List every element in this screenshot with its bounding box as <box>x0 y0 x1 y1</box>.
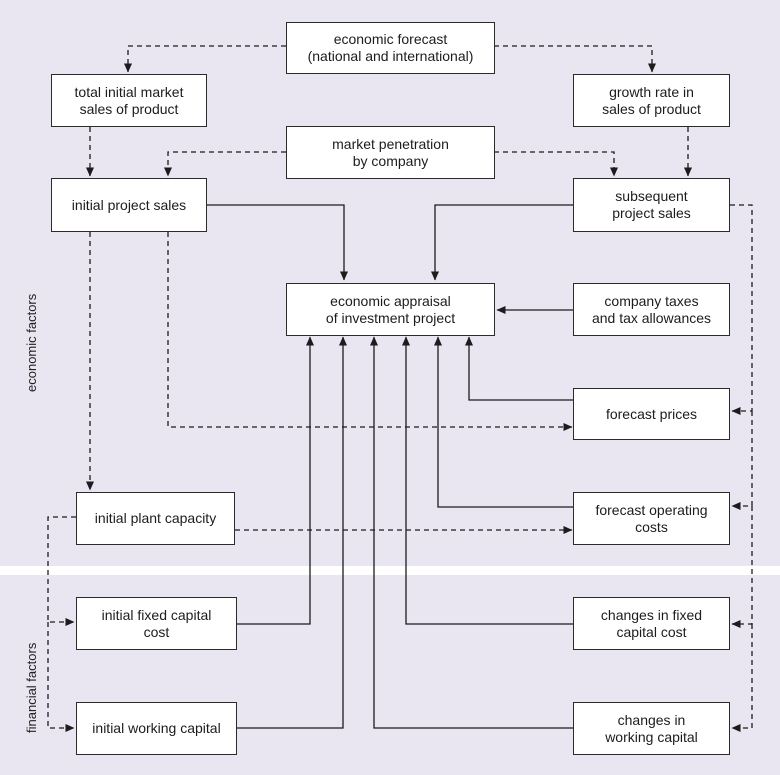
link-initial-fixed-to-appraisal <box>237 336 314 625</box>
node-initial-plant-capacity: initial plant capacity <box>76 492 235 545</box>
link-penetration-to-subsequent-sales <box>494 151 618 177</box>
node-initial-working-capital: initial working capital <box>76 702 237 755</box>
section-divider <box>0 566 780 575</box>
link-initial-sales-to-appraisal <box>207 204 348 281</box>
link-subsequent-sales-to-appraisal <box>431 204 573 281</box>
link-plant-capacity-to-fixed-capital <box>47 516 76 626</box>
link-initial-sales-to-forecast-prices <box>167 232 573 431</box>
link-subsequent-to-changes-working <box>731 624 753 732</box>
link-initial-working-to-appraisal <box>237 336 347 729</box>
node-economic-forecast: economic forecast (national and internat… <box>286 22 495 74</box>
link-subsequent-to-forecast-prices <box>730 204 753 415</box>
node-total-initial-market-sales: total initial market sales of product <box>51 74 207 127</box>
node-initial-fixed-capital-cost: initial fixed capital cost <box>76 597 237 650</box>
economic-factors-label: economic factors <box>24 293 39 392</box>
node-changes-working-capital: changes in working capital <box>573 702 730 755</box>
node-growth-rate-in-sales: growth rate in sales of product <box>573 74 730 127</box>
link-forecast-prices-to-appraisal <box>465 336 573 401</box>
link-subsequent-to-operating-costs <box>731 411 753 510</box>
link-forecast-to-total-market <box>124 45 286 73</box>
node-subsequent-project-sales: subsequent project sales <box>573 178 730 232</box>
link-changes-working-to-appraisal <box>370 336 573 729</box>
link-plant-capacity-to-working-capital <box>47 622 75 732</box>
link-operating-costs-to-appraisal <box>434 336 573 508</box>
node-forecast-operating-costs: forecast operating costs <box>573 492 730 545</box>
node-forecast-prices: forecast prices <box>573 388 730 440</box>
node-economic-appraisal: economic appraisal of investment project <box>286 283 495 336</box>
node-initial-project-sales: initial project sales <box>51 178 207 232</box>
financial-factors-label: financial factors <box>24 642 39 733</box>
link-penetration-to-initial-sales <box>164 151 286 177</box>
node-company-taxes: company taxes and tax allowances <box>573 283 730 336</box>
link-forecast-to-growth-rate <box>494 45 656 73</box>
link-subsequent-to-changes-fixed <box>731 506 753 628</box>
node-changes-fixed-capital-cost: changes in fixed capital cost <box>573 597 730 650</box>
node-market-penetration: market penetration by company <box>286 126 495 179</box>
link-changes-fixed-to-appraisal <box>402 336 573 625</box>
